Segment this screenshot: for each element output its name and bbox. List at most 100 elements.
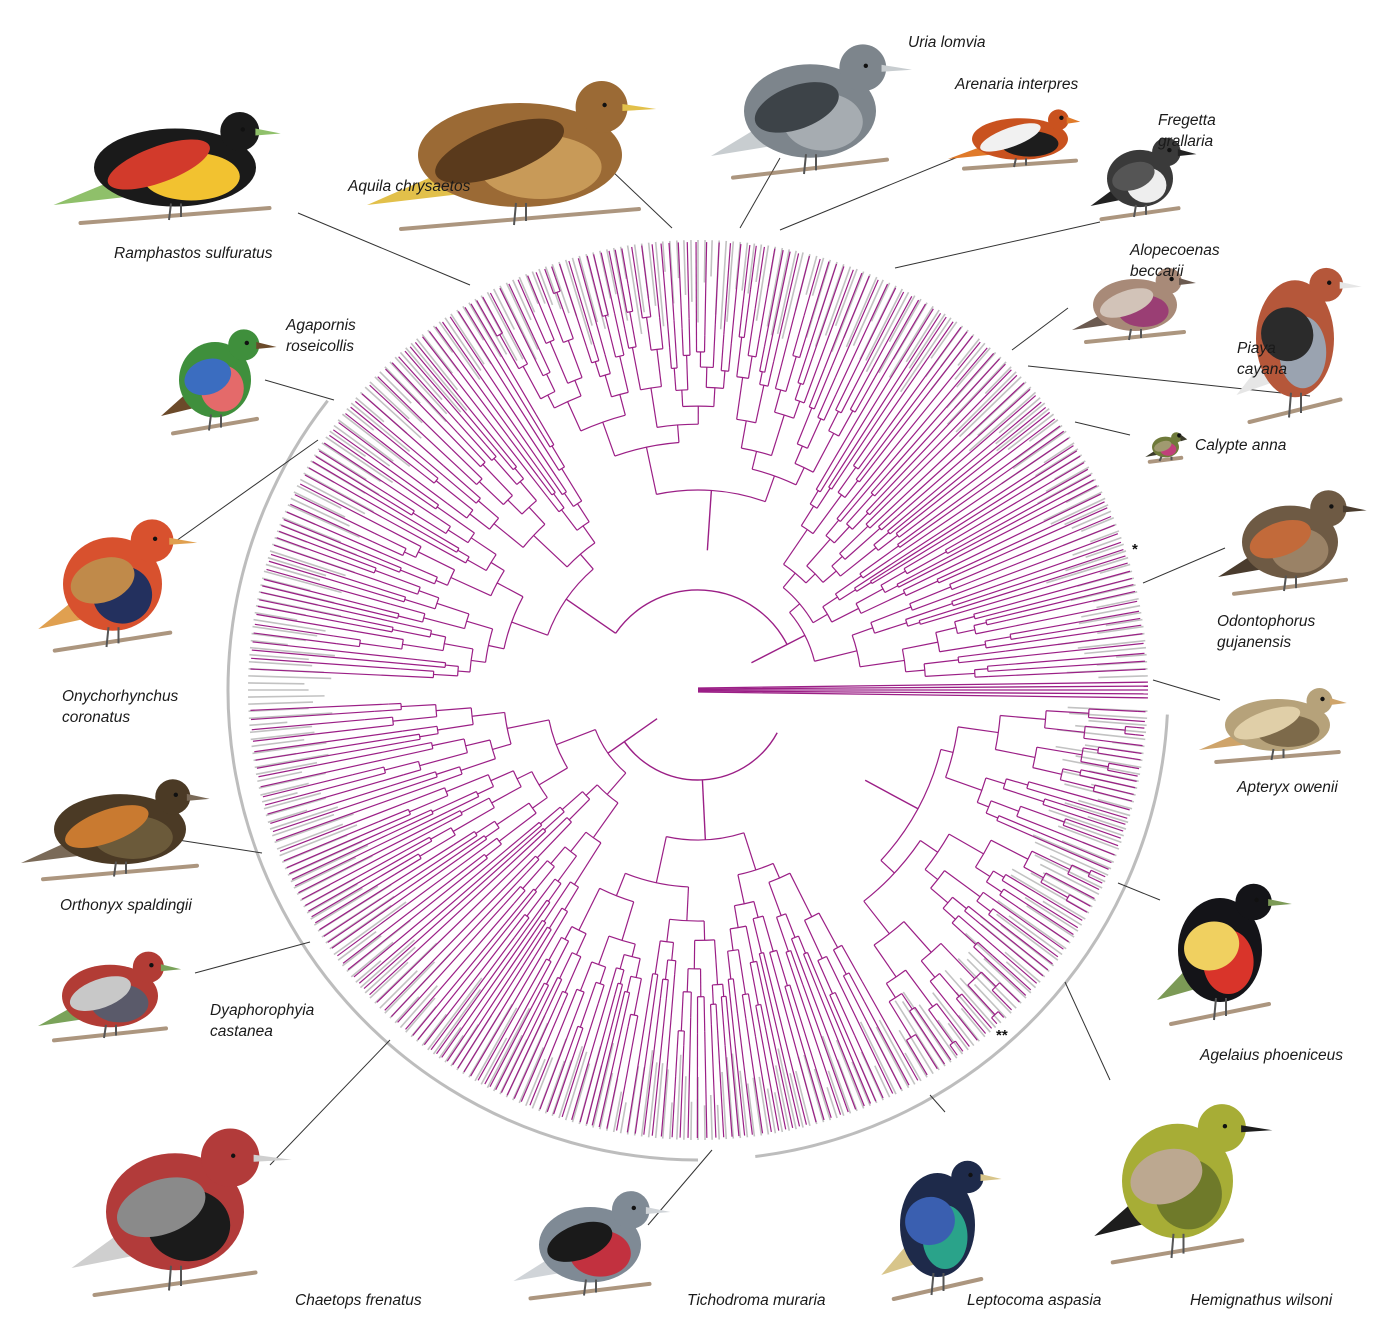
tree-branch bbox=[403, 644, 444, 650]
species-name-line: Alopecoenas bbox=[1130, 240, 1220, 261]
unsampled-tip bbox=[684, 1076, 686, 1139]
tree-branch bbox=[574, 1028, 583, 1055]
unsampled-tip bbox=[422, 334, 452, 373]
tree-branch bbox=[453, 832, 474, 845]
unsampled-tip bbox=[334, 902, 406, 954]
tree-branch bbox=[533, 798, 548, 809]
tree-branch bbox=[707, 490, 711, 550]
tree-branch bbox=[375, 710, 402, 712]
tree-branch bbox=[351, 725, 393, 730]
tree-branch bbox=[627, 976, 631, 992]
tree-branch bbox=[403, 734, 420, 737]
tree-branch bbox=[409, 796, 447, 812]
tree-branch bbox=[632, 944, 635, 957]
tree-branch bbox=[615, 983, 618, 995]
tree-branch bbox=[594, 345, 599, 361]
tree-tip bbox=[622, 249, 628, 284]
species-name-line: gujanensis bbox=[1217, 632, 1315, 653]
tree-tip bbox=[270, 786, 390, 824]
calypte-anna-illustration bbox=[1145, 432, 1187, 462]
unsampled-tip bbox=[1098, 676, 1147, 678]
tree-branch bbox=[841, 388, 854, 413]
tree-branch bbox=[952, 582, 971, 590]
tree-branch bbox=[544, 812, 564, 830]
unsampled-tip bbox=[256, 763, 317, 775]
tree-branch bbox=[613, 968, 617, 981]
tree-branch bbox=[483, 464, 513, 495]
tree-branch bbox=[784, 530, 808, 565]
tree-tip bbox=[678, 242, 682, 328]
tree-branch bbox=[706, 367, 707, 387]
tree-branch bbox=[553, 912, 567, 936]
tree-branch bbox=[748, 994, 755, 1037]
tree-branch bbox=[744, 833, 756, 870]
unsampled-tip bbox=[956, 992, 990, 1032]
tree-branch bbox=[342, 555, 376, 568]
tree-tip bbox=[464, 956, 535, 1072]
tree-branch bbox=[920, 840, 937, 852]
tree-branch bbox=[760, 372, 763, 385]
tree-branch bbox=[760, 347, 765, 371]
tree-tip bbox=[1014, 996, 1020, 1002]
tree-branch bbox=[403, 788, 445, 804]
tree-branch bbox=[829, 411, 839, 430]
unsampled-tip bbox=[559, 1046, 582, 1118]
unsampled-tip bbox=[342, 936, 381, 966]
tree-branch bbox=[410, 541, 421, 547]
tree-branch bbox=[941, 749, 953, 752]
tree-branch bbox=[424, 618, 465, 629]
tree-branch bbox=[958, 727, 998, 733]
tree-branch bbox=[461, 798, 489, 812]
dyaphorophyia-castanea-illustration bbox=[38, 952, 181, 1041]
tree-backbone bbox=[616, 590, 787, 644]
unsampled-tip bbox=[311, 888, 363, 919]
agelaius-phoeniceus-illustration bbox=[1157, 884, 1292, 1024]
tree-branch bbox=[674, 368, 676, 390]
tree-branch bbox=[777, 950, 788, 985]
tree-branch bbox=[628, 283, 633, 311]
tree-branch bbox=[388, 814, 433, 835]
tree-branch bbox=[445, 774, 462, 780]
tree-branch bbox=[417, 660, 445, 663]
tree-branch bbox=[906, 581, 938, 596]
tree-branch bbox=[1093, 791, 1110, 795]
unsampled-tip bbox=[959, 377, 1021, 437]
unsampled-tip bbox=[318, 449, 366, 480]
tree-branch bbox=[813, 495, 842, 534]
unsampled-tip bbox=[1050, 856, 1105, 882]
tree-tip bbox=[756, 1037, 772, 1132]
tree-branch bbox=[870, 487, 897, 515]
tree-tip bbox=[1028, 661, 1145, 669]
tree-branch bbox=[751, 635, 804, 662]
tree-tip bbox=[974, 502, 1105, 562]
tree-branch bbox=[565, 887, 579, 910]
tree-branch bbox=[902, 642, 937, 649]
tree-branch bbox=[738, 875, 744, 904]
unsampled-tip bbox=[889, 296, 914, 342]
tree-branch bbox=[486, 844, 502, 856]
unsampled-tip bbox=[248, 683, 304, 684]
tree-branch bbox=[393, 717, 437, 721]
tree-tip bbox=[257, 742, 404, 768]
tree-branch bbox=[676, 1031, 679, 1076]
tree-branch bbox=[965, 911, 976, 920]
chaetops-frenatus-illustration bbox=[72, 1129, 292, 1296]
tree-branch bbox=[976, 867, 990, 876]
unsampled-tip bbox=[628, 246, 642, 334]
orthonyx-spaldingii-label: Orthonyx spaldingii bbox=[60, 895, 192, 916]
tree-branch bbox=[436, 580, 448, 585]
tree-tip bbox=[841, 313, 941, 468]
tree-branch bbox=[1024, 867, 1044, 878]
unsampled-tip bbox=[600, 1073, 613, 1129]
tree-branch bbox=[598, 985, 604, 1003]
unsampled-tip bbox=[767, 248, 782, 326]
unsampled-tip bbox=[248, 676, 331, 679]
tree-branch bbox=[403, 664, 445, 668]
unsampled-tip bbox=[552, 264, 569, 313]
tree-branch bbox=[681, 992, 683, 1031]
tree-tip bbox=[930, 1057, 938, 1069]
tree-branch bbox=[655, 941, 660, 974]
tree-branch bbox=[866, 500, 877, 512]
tichodroma-muraria-leader bbox=[648, 1150, 712, 1225]
tree-branch bbox=[1070, 895, 1084, 903]
